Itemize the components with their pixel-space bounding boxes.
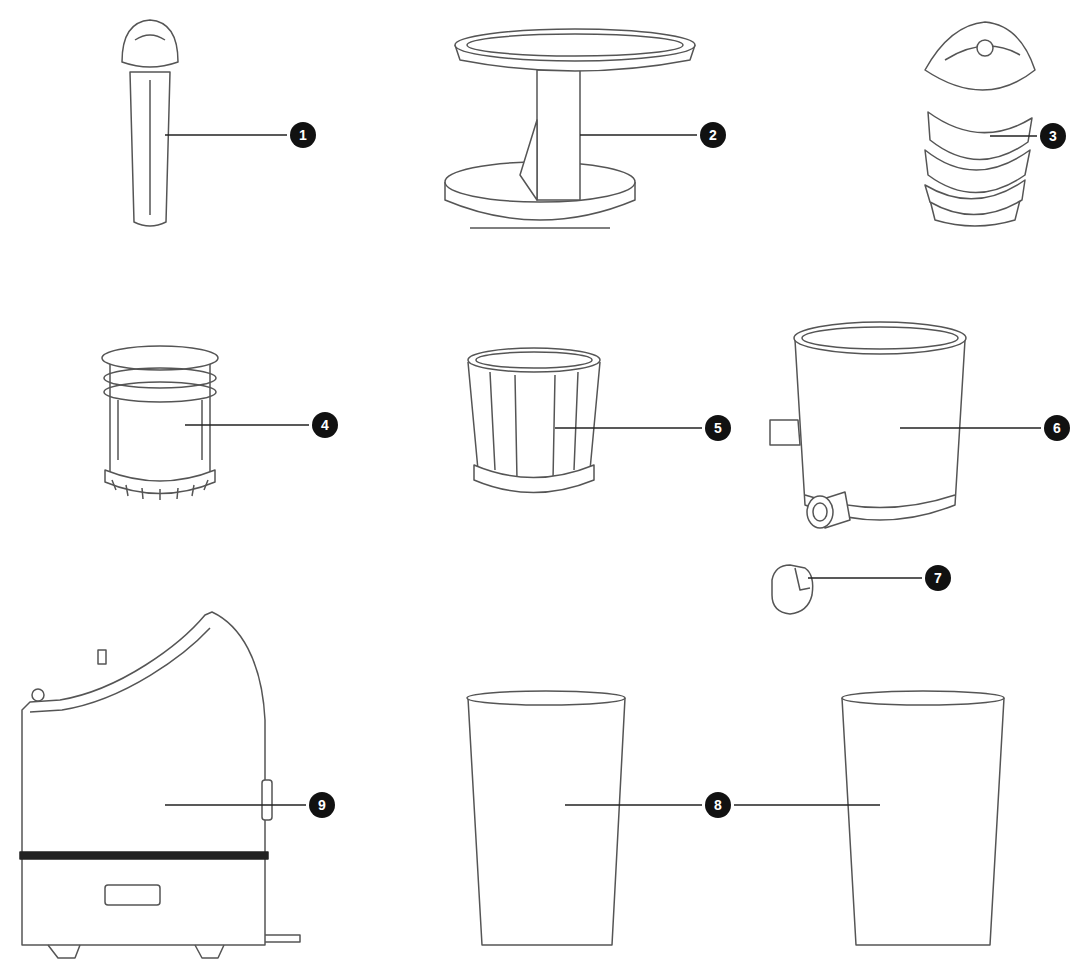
- callout-number: 9: [309, 792, 335, 818]
- callout-number: 8: [705, 792, 731, 818]
- auger: [925, 22, 1035, 226]
- callout-number: 4: [312, 412, 338, 438]
- callout-number: 3: [1040, 123, 1066, 149]
- rotating-brush: [102, 346, 218, 500]
- pusher: [122, 20, 178, 226]
- lid: [445, 29, 695, 228]
- callout-number: 1: [290, 122, 316, 148]
- strainer: [468, 348, 600, 493]
- cups: [467, 691, 1004, 945]
- callout-number: 5: [705, 415, 731, 441]
- spout-cap: [772, 565, 813, 614]
- motor-base: [20, 612, 300, 958]
- callout-number: 2: [700, 122, 726, 148]
- leader-lines: [165, 135, 1041, 805]
- juicing-bowl: [770, 322, 966, 528]
- callout-number: 7: [925, 565, 951, 591]
- callout-number: 6: [1044, 415, 1070, 441]
